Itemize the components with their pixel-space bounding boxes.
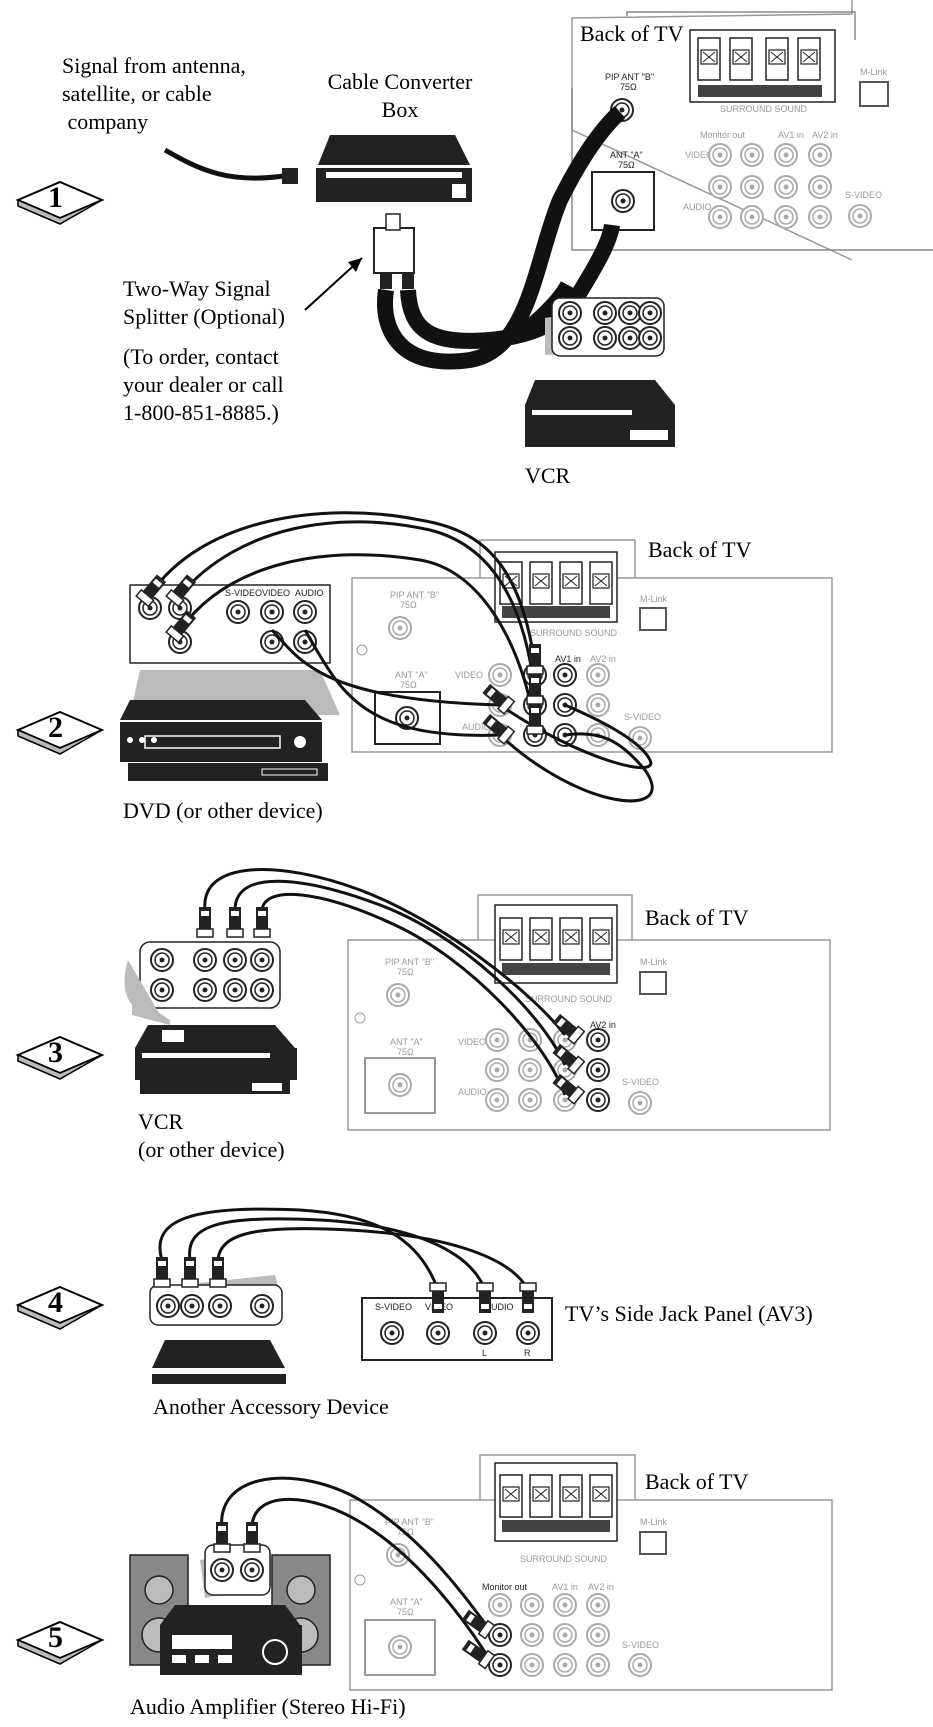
svg-text:75Ω: 75Ω <box>400 680 417 690</box>
svg-text:PIP ANT "B": PIP ANT "B" <box>385 957 434 967</box>
dvd-label: DVD (or other device) <box>123 798 323 823</box>
vcr-label-1: VCR <box>525 463 571 488</box>
svg-text:S-VIDEO: S-VIDEO <box>622 1077 659 1087</box>
svg-text:AV2 in: AV2 in <box>812 130 838 140</box>
svg-text:ANT "A": ANT "A" <box>390 1597 423 1607</box>
signal-source-line-1: Signal from antenna, <box>62 53 246 78</box>
svg-text:VIDEO: VIDEO <box>262 588 290 598</box>
step-2-number: 2 <box>48 711 63 744</box>
svg-text:ANT "A": ANT "A" <box>610 150 643 160</box>
back-of-tv-label-3: Back of TV <box>645 905 749 930</box>
splitter-line-2: Splitter (Optional) <box>123 304 285 329</box>
vcr-label-3-line-2: (or other device) <box>138 1137 285 1162</box>
step-1-number: 1 <box>48 181 63 214</box>
step-3-number: 3 <box>48 1036 63 1069</box>
svg-text:S-VIDEO: S-VIDEO <box>225 588 262 598</box>
svg-text:AV1 in: AV1 in <box>778 130 804 140</box>
step-4-number: 4 <box>48 1286 63 1319</box>
svg-text:M-Link: M-Link <box>640 957 668 967</box>
amplifier-label: Audio Amplifier (Stereo Hi-Fi) <box>130 1694 406 1719</box>
order-note-line-2: your dealer or call <box>123 372 284 397</box>
step-5-number: 5 <box>48 1621 63 1654</box>
svg-text:S-VIDEO: S-VIDEO <box>375 1302 412 1312</box>
svg-text:AV1 in: AV1 in <box>555 654 581 664</box>
side-panel-label: TV’s Side Jack Panel (AV3) <box>565 1301 813 1326</box>
svg-text:Monitor out: Monitor out <box>482 1582 528 1592</box>
svg-text:VIDEO: VIDEO <box>685 150 713 160</box>
accessory-label: Another Accessory Device <box>153 1394 389 1419</box>
svg-text:AUDIO: AUDIO <box>683 202 712 212</box>
svg-text:S-VIDEO: S-VIDEO <box>624 712 661 722</box>
svg-text:PIP ANT "B": PIP ANT "B" <box>390 590 439 600</box>
order-note-line-1: (To order, contact <box>123 344 279 369</box>
svg-text:Monitor out: Monitor out <box>700 130 746 140</box>
vcr-label-3-line-1: VCR <box>138 1109 184 1134</box>
svg-text:75Ω: 75Ω <box>397 967 414 977</box>
svg-text:AV2 in: AV2 in <box>590 1020 616 1030</box>
svg-text:AUDIO: AUDIO <box>485 1302 514 1312</box>
svg-text:L: L <box>482 1348 487 1358</box>
svg-text:AV2 in: AV2 in <box>590 654 616 664</box>
svg-text:VIDEO: VIDEO <box>455 670 483 680</box>
cable-box-line-1: Cable Converter <box>327 69 473 94</box>
svg-text:AUDIO: AUDIO <box>462 722 491 732</box>
back-of-tv-label-2: Back of TV <box>648 537 752 562</box>
svg-text:PIP ANT "B": PIP ANT "B" <box>385 1517 434 1527</box>
svg-text:VIDEO: VIDEO <box>458 1037 486 1047</box>
svg-text:75Ω: 75Ω <box>397 1607 414 1617</box>
svg-text:AV2 in: AV2 in <box>588 1582 614 1592</box>
svg-text:S-VIDEO: S-VIDEO <box>622 1640 659 1650</box>
svg-text:R: R <box>524 1348 531 1358</box>
svg-text:AUDIO: AUDIO <box>458 1087 487 1097</box>
svg-text:ANT "A": ANT "A" <box>395 670 428 680</box>
svg-text:75Ω: 75Ω <box>618 160 635 170</box>
svg-text:75Ω: 75Ω <box>400 600 417 610</box>
signal-source-line-2: satellite, or cable <box>62 81 212 106</box>
svg-text:75Ω: 75Ω <box>620 82 637 92</box>
svg-text:S-VIDEO: S-VIDEO <box>845 190 882 200</box>
svg-text:M-Link: M-Link <box>640 594 668 604</box>
svg-text:SURROUND SOUND: SURROUND SOUND <box>520 1554 608 1564</box>
svg-text:AUDIO: AUDIO <box>295 588 324 598</box>
order-note-line-3: 1-800-851-8885.) <box>123 400 279 425</box>
signal-source-line-3: company <box>62 109 149 134</box>
svg-text:ANT "A": ANT "A" <box>390 1037 423 1047</box>
back-of-tv-label-1: Back of TV <box>580 21 684 46</box>
svg-text:75Ω: 75Ω <box>397 1047 414 1057</box>
svg-text:SURROUND SOUND: SURROUND SOUND <box>720 104 808 114</box>
svg-text:M-Link: M-Link <box>860 67 888 77</box>
svg-text:SURROUND SOUND: SURROUND SOUND <box>530 628 618 638</box>
svg-text:AV1 in: AV1 in <box>552 1582 578 1592</box>
svg-text:M-Link: M-Link <box>640 1517 668 1527</box>
splitter-line-1: Two-Way Signal <box>123 276 271 301</box>
svg-text:PIP ANT "B": PIP ANT "B" <box>605 72 654 82</box>
cable-box-line-2: Box <box>381 97 419 122</box>
svg-text:SURROUND SOUND: SURROUND SOUND <box>525 994 613 1004</box>
back-of-tv-label-5: Back of TV <box>645 1469 749 1494</box>
